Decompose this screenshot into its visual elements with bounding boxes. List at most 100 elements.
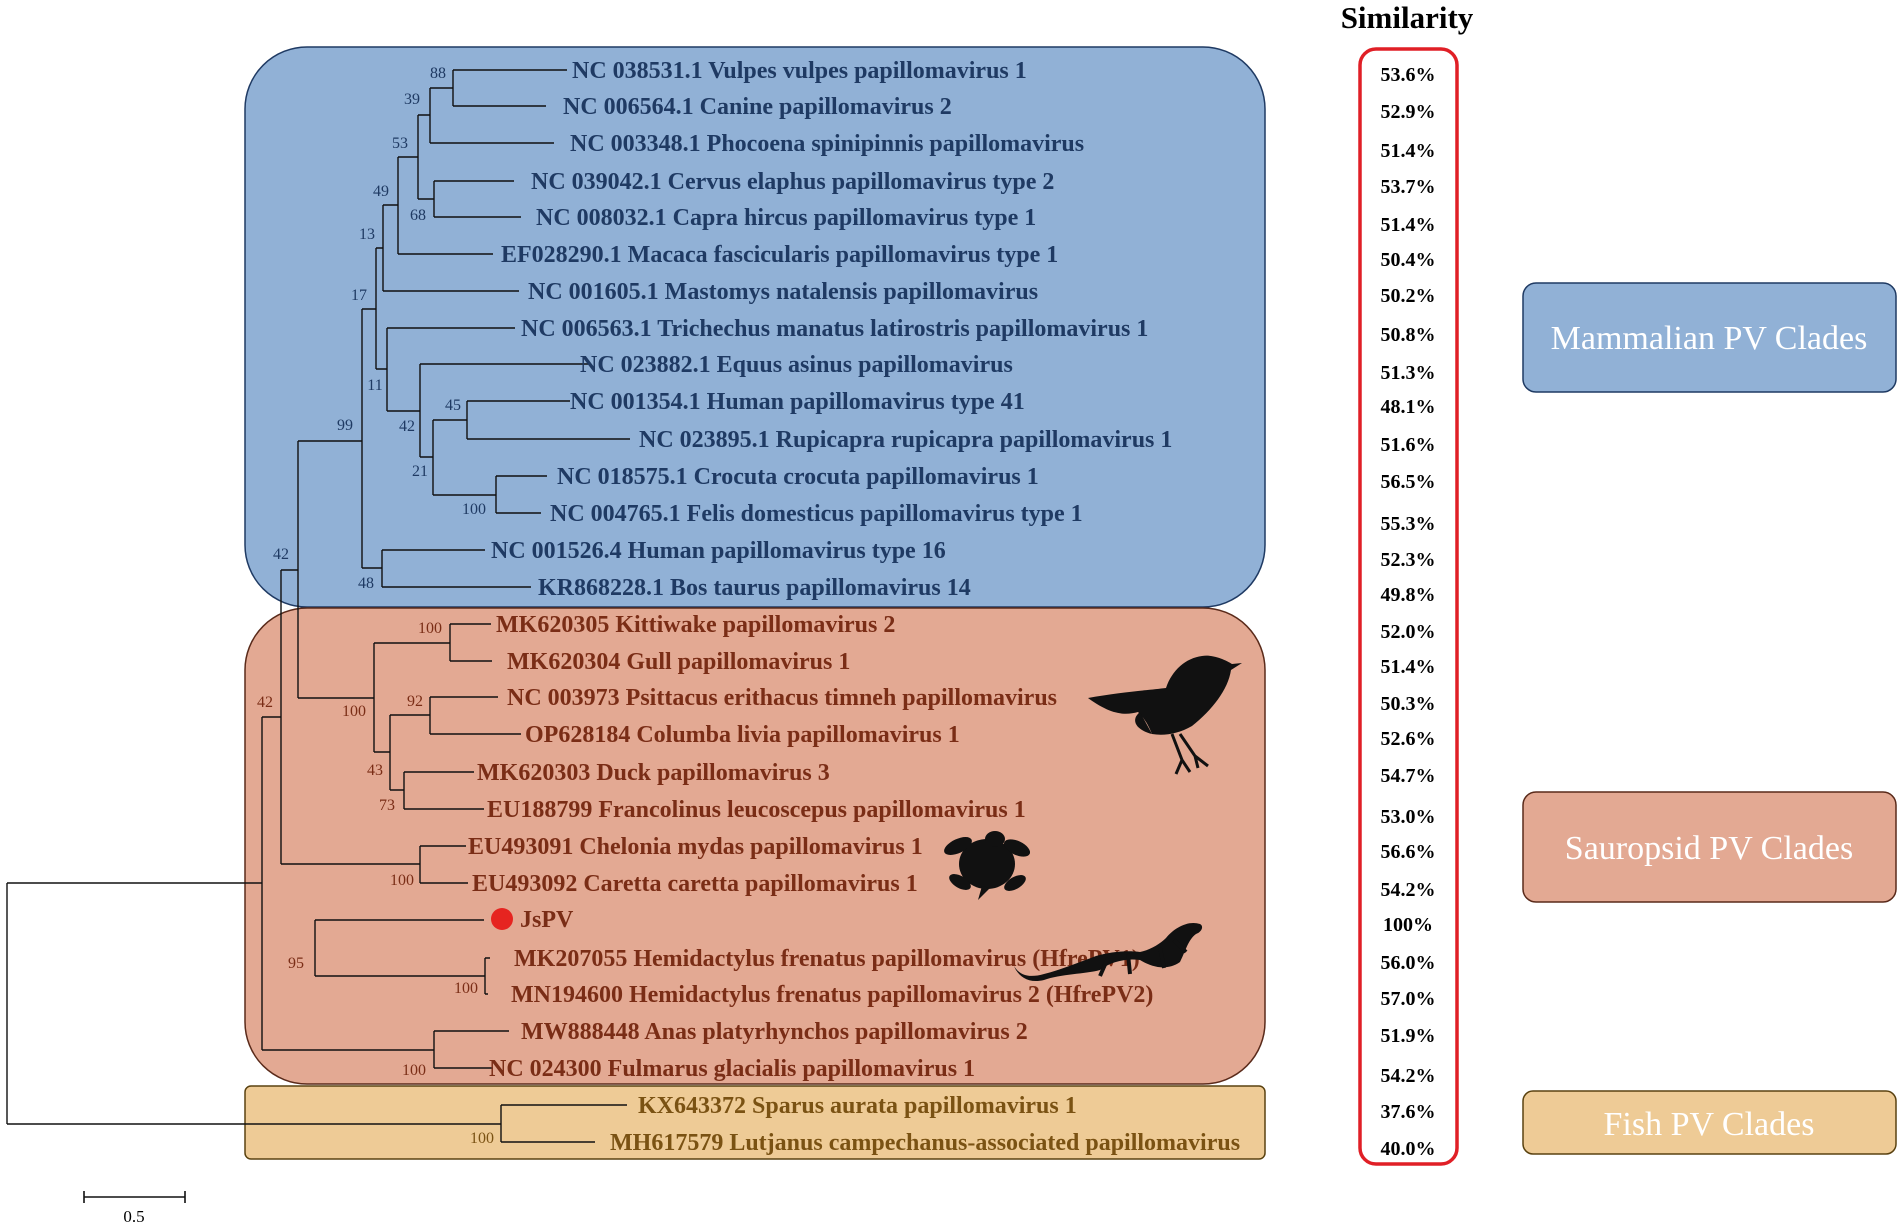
similarity-value: 51.4%	[1381, 656, 1436, 678]
tree-branches	[6, 69, 630, 1143]
bootstrap-value: 100	[470, 1130, 494, 1147]
bootstrap-value: 49	[373, 183, 389, 200]
leaf-label: NC 004765.1 Felis domesticus papillomavi…	[550, 501, 1083, 527]
bird-silhouette-icon	[1088, 655, 1242, 775]
bootstrap-value: 88	[430, 65, 446, 82]
bootstrap-value: 45	[445, 397, 461, 414]
leaf-label: NC 039042.1 Cervus elaphus papillomaviru…	[531, 169, 1054, 195]
similarity-value: 53.6%	[1381, 64, 1436, 86]
bootstrap-value: 53	[392, 135, 408, 152]
similarity-header: Similarity	[1341, 0, 1474, 35]
leaf-label: NC 024300 Fulmarus glacialis papillomavi…	[489, 1056, 975, 1082]
bootstrap-value: 92	[407, 693, 423, 710]
bootstrap-value: 100	[418, 620, 442, 637]
similarity-values: 53.6%52.9%51.4%53.7%51.4%50.4%50.2%50.8%…	[1381, 64, 1436, 1160]
similarity-value: 56.5%	[1381, 471, 1436, 493]
leaf-label: KR868228.1 Bos taurus papillomavirus 14	[538, 575, 971, 601]
bootstrap-value: 99	[337, 417, 353, 434]
similarity-value: 52.6%	[1381, 728, 1436, 750]
scale-bar	[83, 1191, 186, 1203]
leaf-label: OP628184 Columba livia papillomavirus 1	[525, 722, 960, 748]
bootstrap-value: 48	[358, 575, 374, 592]
leaf-label: MK620304 Gull papillomavirus 1	[507, 649, 850, 675]
similarity-value: 54.2%	[1381, 879, 1436, 901]
branch	[6, 882, 501, 1125]
bootstrap-value: 39	[404, 91, 420, 108]
similarity-value: 51.6%	[1381, 434, 1436, 456]
leaf-label: NC 003973 Psittacus erithacus timneh pap…	[507, 685, 1057, 711]
similarity-value: 49.8%	[1381, 584, 1436, 606]
similarity-value: 50.4%	[1381, 249, 1436, 271]
bootstrap-value: 95	[288, 955, 304, 972]
leaf-label: JsPV	[520, 907, 574, 933]
leaf-label: MH617579 Lutjanus campechanus-associated…	[610, 1130, 1240, 1156]
leaf-label: NC 003348.1 Phocoena spinipinnis papillo…	[570, 131, 1084, 157]
leaf-label: KX643372 Sparus aurata papillomavirus 1	[638, 1093, 1077, 1119]
similarity-value: 52.0%	[1381, 621, 1436, 643]
similarity-value: 52.9%	[1381, 101, 1436, 123]
similarity-value: 48.1%	[1381, 396, 1436, 418]
bootstrap-value: 68	[410, 207, 426, 224]
similarity-value: 57.0%	[1381, 988, 1436, 1010]
mammalian-clade-box	[244, 46, 1266, 608]
bootstrap-value: 43	[367, 762, 383, 779]
leaf-label: NC 001605.1 Mastomys natalensis papillom…	[528, 279, 1038, 305]
similarity-value: 51.4%	[1381, 140, 1436, 162]
leaf-label: MW888448 Anas platyrhynchos papillomavir…	[521, 1019, 1028, 1045]
bootstrap-value: 17	[351, 287, 367, 304]
bootstrap-value: 100	[390, 872, 414, 889]
similarity-value: 51.9%	[1381, 1025, 1436, 1047]
leaf-label: MK620305 Kittiwake papillomavirus 2	[496, 612, 895, 638]
leaf-label: NC 008032.1 Capra hircus papillomavirus …	[536, 205, 1036, 231]
similarity-value: 56.0%	[1381, 952, 1436, 974]
similarity-value: 50.8%	[1381, 324, 1436, 346]
similarity-value: 53.7%	[1381, 176, 1436, 198]
bootstrap-value: 42	[257, 694, 273, 711]
lizard-silhouette-icon	[1014, 922, 1203, 982]
similarity-value: 53.0%	[1381, 806, 1436, 828]
legend-fish-label: Fish PV Clades	[1604, 1106, 1815, 1143]
similarity-value: 56.6%	[1381, 841, 1436, 863]
bootstrap-value: 100	[462, 501, 486, 518]
similarity-highlight-box	[1358, 47, 1459, 1166]
fish-clade-box	[244, 1085, 1266, 1160]
legend-fish-box	[1522, 1090, 1897, 1155]
similarity-value: 52.3%	[1381, 549, 1436, 571]
leaf-label: NC 006564.1 Canine papillomavirus 2	[563, 94, 952, 120]
leaf-label: NC 001354.1 Human papillomavirus type 41	[570, 389, 1025, 415]
bootstrap-value: 11	[367, 377, 382, 394]
sauropsid-clade-box	[244, 607, 1266, 1085]
similarity-value: 37.6%	[1381, 1101, 1436, 1123]
bootstrap-value: 42	[273, 546, 289, 563]
legend-mammalian-label: Mammalian PV Clades	[1551, 320, 1868, 357]
leaf-label: MN194600 Hemidactylus frenatus papilloma…	[511, 982, 1153, 1008]
leaf-label: NC 006563.1 Trichechus manatus latirostr…	[521, 316, 1148, 342]
leaf-label: EU493092 Caretta caretta papillomavirus …	[472, 871, 918, 897]
similarity-value: 100%	[1383, 914, 1433, 936]
leaf-label: NC 038531.1 Vulpes vulpes papillomavirus…	[572, 58, 1027, 84]
similarity-value: 51.3%	[1381, 362, 1436, 384]
leaf-label: EF028290.1 Macaca fascicularis papilloma…	[501, 242, 1058, 268]
bootstrap-values: 8839536849131711454221100994842100921004…	[257, 65, 494, 1147]
bootstrap-value: 73	[379, 797, 395, 814]
legend-sauropsid-label: Sauropsid PV Clades	[1565, 830, 1853, 867]
bootstrap-value: 100	[402, 1062, 426, 1079]
bootstrap-value: 21	[412, 463, 428, 480]
turtle-silhouette-icon	[944, 831, 1031, 900]
leaf-labels: NC 038531.1 Vulpes vulpes papillomavirus…	[468, 58, 1240, 1156]
leaf-label: NC 023882.1 Equus asinus papillomavirus	[580, 352, 1013, 378]
branch	[314, 919, 485, 977]
similarity-value: 50.3%	[1381, 693, 1436, 715]
legend-mammalian-box	[1522, 282, 1897, 393]
bootstrap-value: 100	[342, 703, 366, 720]
leaf-label: MK207055 Hemidactylus frenatus papilloma…	[514, 946, 1140, 972]
similarity-value: 54.7%	[1381, 765, 1436, 787]
similarity-value: 55.3%	[1381, 513, 1436, 535]
bootstrap-value: 100	[454, 980, 478, 997]
leaf-label: NC 023895.1 Rupicapra rupicapra papillom…	[639, 427, 1172, 453]
bootstrap-value: 42	[399, 418, 415, 435]
similarity-value: 51.4%	[1381, 214, 1436, 236]
jspv-marker-dot	[491, 908, 513, 930]
